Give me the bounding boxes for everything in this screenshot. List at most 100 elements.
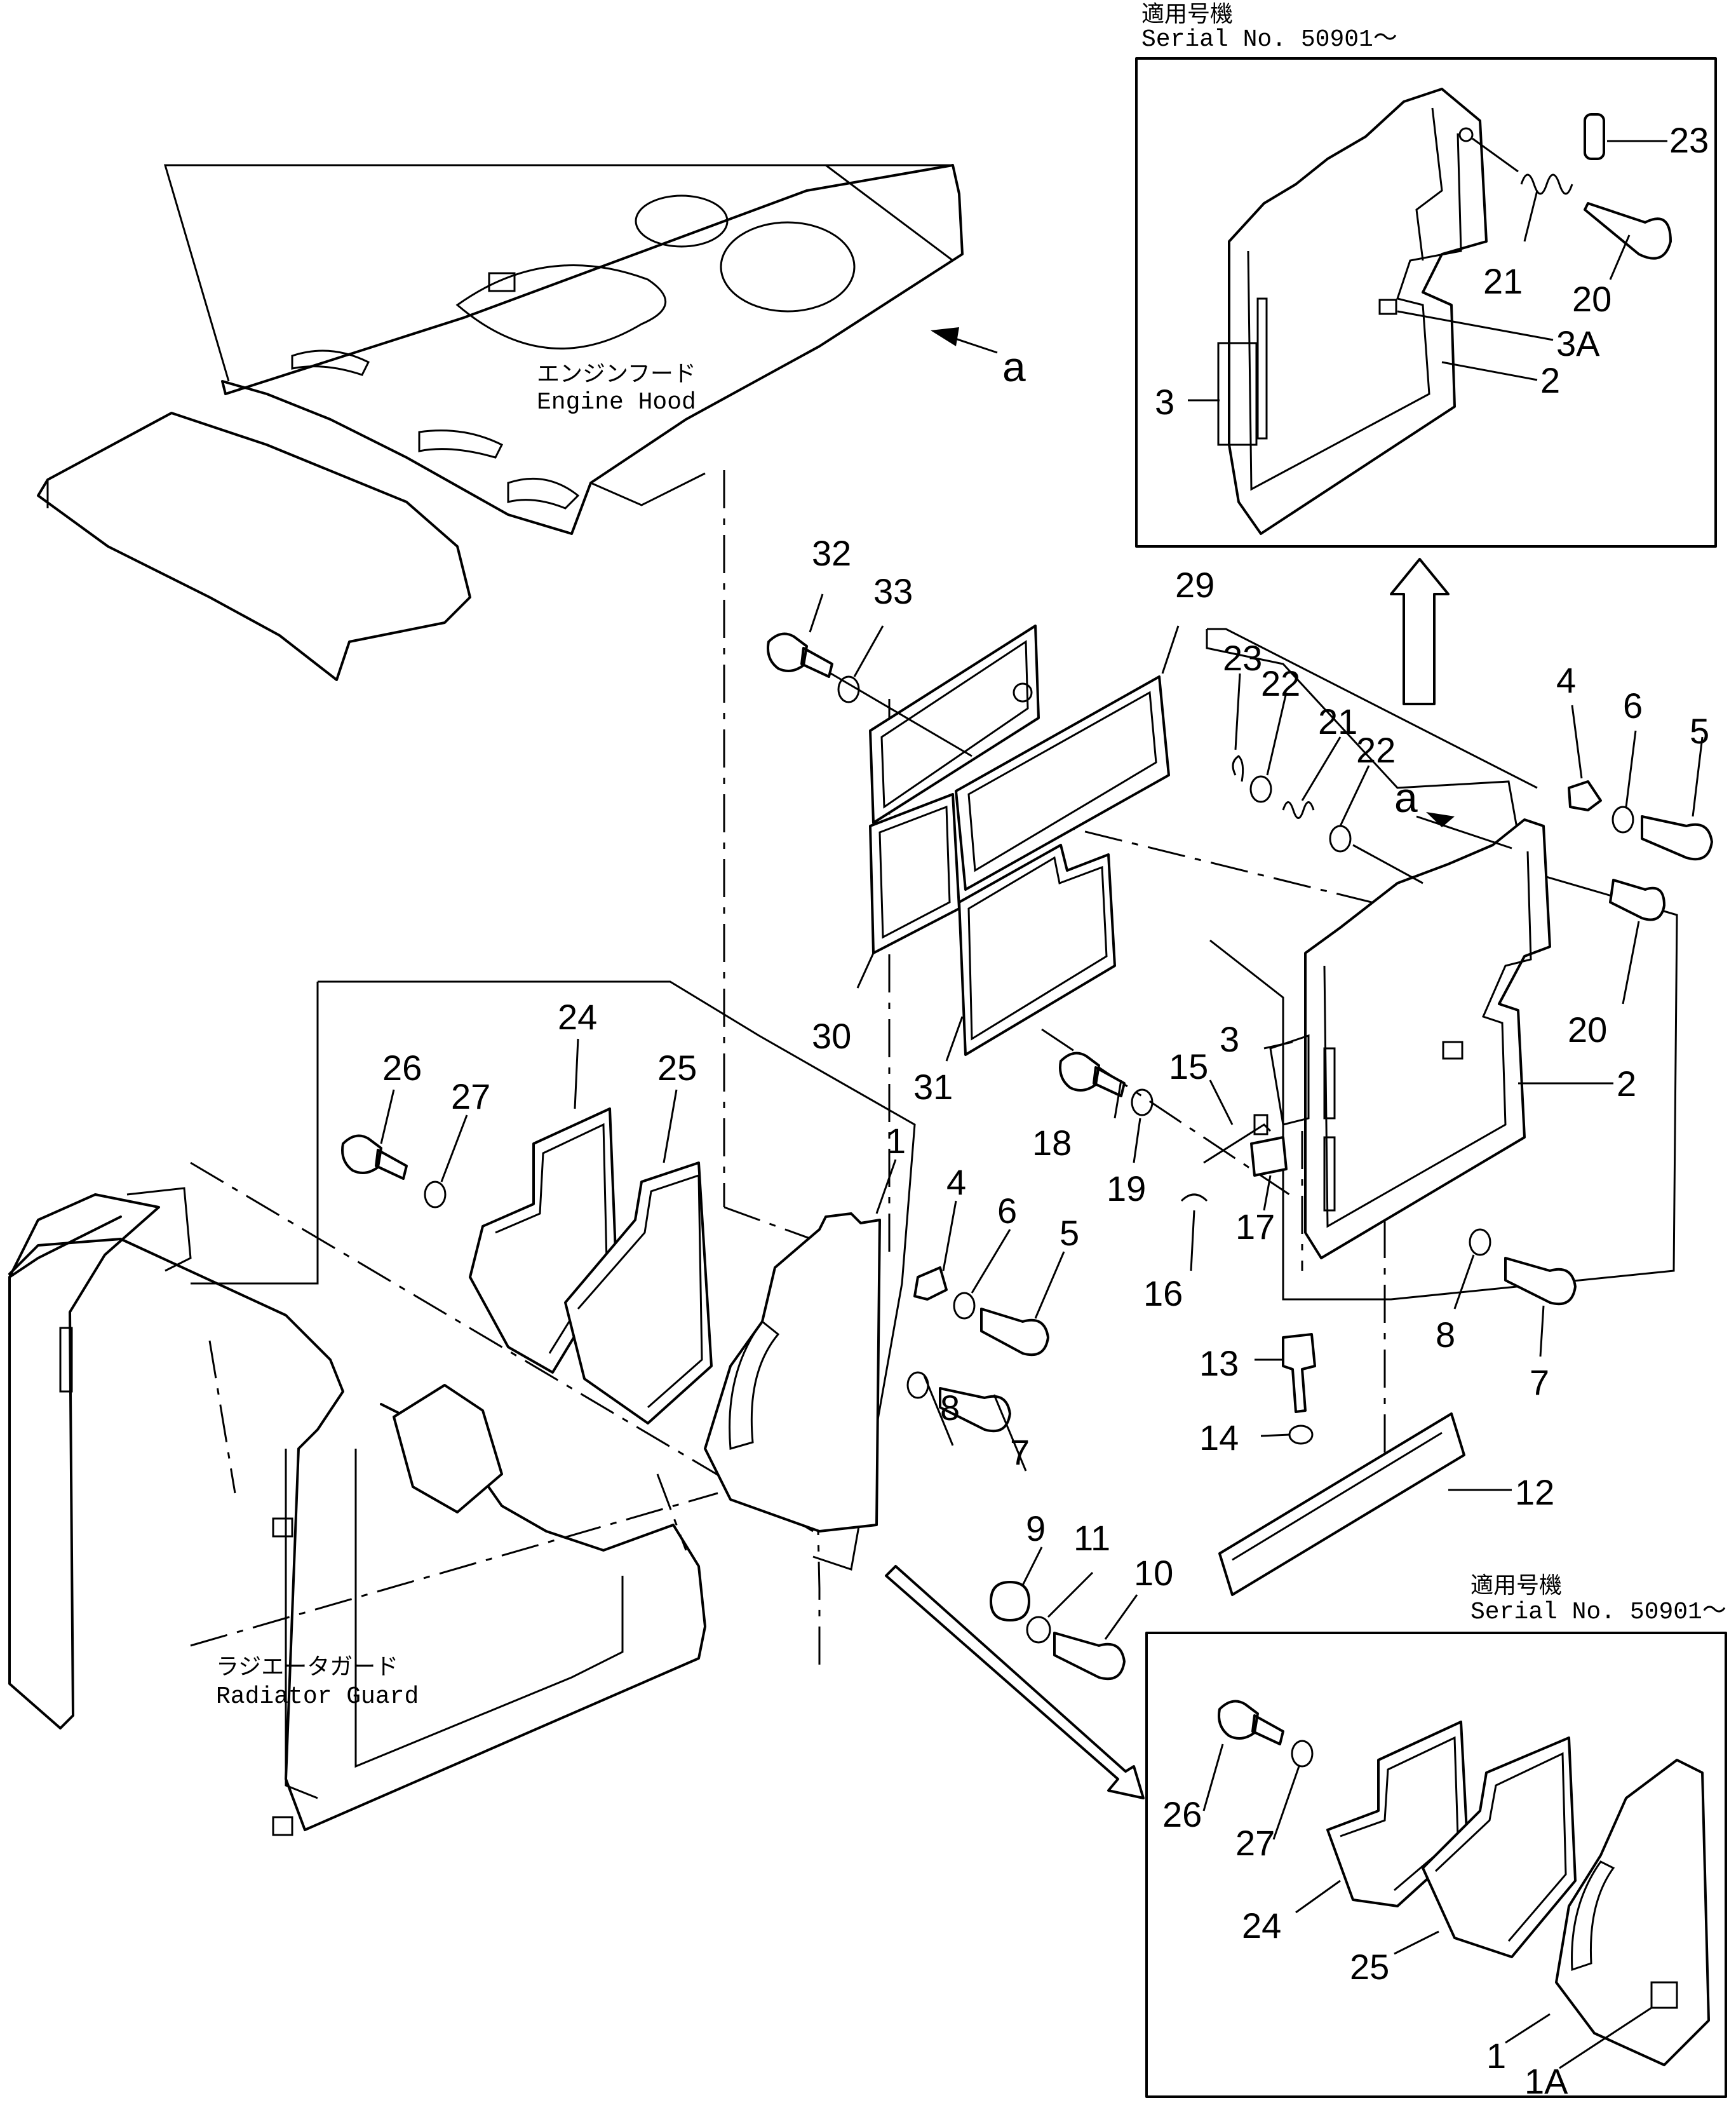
callout-17: 17 bbox=[1235, 1207, 1275, 1247]
callout-1a-inset-bottom: 1A bbox=[1524, 2061, 1568, 2101]
washer-11 bbox=[1026, 1616, 1051, 1644]
bar-12 bbox=[1218, 1412, 1465, 1596]
washer-22a bbox=[1249, 775, 1272, 803]
callout-20: 20 bbox=[1568, 1010, 1607, 1050]
callout-25-inset-bottom: 25 bbox=[1350, 1947, 1389, 1987]
callout-26: 26 bbox=[382, 1048, 422, 1088]
callout-9: 9 bbox=[1026, 1508, 1046, 1548]
inset-top-frame bbox=[1135, 57, 1717, 548]
side-cover-group: a 23 22 21 22 4 6 5 3 20 2 18 15 19 17 bbox=[1032, 628, 1713, 1596]
callout-8-right: 8 bbox=[1436, 1315, 1455, 1355]
fan-guard-group: 24 25 26 27 1 4 6 5 8 7 9 11 10 bbox=[191, 980, 1173, 1681]
callout-1: 1 bbox=[886, 1121, 906, 1161]
callout-14: 14 bbox=[1199, 1418, 1239, 1458]
callout-12: 12 bbox=[1515, 1472, 1554, 1512]
inset-bottom-part-1a bbox=[1650, 1981, 1678, 2009]
inset-bottom-header-ja: 適用号機 bbox=[1470, 1573, 1562, 1599]
callout-5-left: 5 bbox=[1060, 1213, 1079, 1253]
callout-3: 3 bbox=[1220, 1019, 1239, 1059]
rod-15 bbox=[1203, 1123, 1272, 1164]
callout-30: 30 bbox=[812, 1016, 851, 1056]
inset-bottom-washer-27 bbox=[1291, 1740, 1314, 1768]
inset-bottom-header-serial: Serial No. 50901～ bbox=[1470, 1599, 1726, 1626]
callout-7-left: 7 bbox=[1010, 1432, 1030, 1472]
washer-6 bbox=[1612, 806, 1634, 834]
washer-8 bbox=[1469, 1228, 1491, 1256]
hinge-upper bbox=[1323, 1047, 1336, 1120]
callout-13: 13 bbox=[1199, 1343, 1239, 1383]
plate-31 bbox=[958, 844, 1116, 1056]
bolt-13 bbox=[1282, 1333, 1316, 1413]
callout-16: 16 bbox=[1143, 1273, 1183, 1313]
caption-engine-hood-en: Engine Hood bbox=[537, 389, 696, 416]
latch-4-left bbox=[913, 1266, 948, 1301]
callout-32: 32 bbox=[812, 533, 851, 573]
callout-21: 21 bbox=[1318, 701, 1357, 741]
callout-1-inset-bottom: 1 bbox=[1486, 2036, 1506, 2076]
bolt-32 bbox=[767, 632, 833, 678]
inset-bottom-frame bbox=[1145, 1632, 1727, 2098]
callout-3-inset-top: 3 bbox=[1155, 382, 1174, 422]
hinge-plate-3 bbox=[1269, 1034, 1310, 1126]
callout-18: 18 bbox=[1032, 1123, 1072, 1163]
plate-25 bbox=[564, 1161, 713, 1425]
callout-7-right: 7 bbox=[1530, 1362, 1549, 1402]
hollow-diagonal-arrow-icon bbox=[885, 1565, 1145, 1799]
callout-2-inset-top: 2 bbox=[1540, 360, 1560, 400]
inset-top-knob-20 bbox=[1584, 202, 1672, 260]
radiator-guard: ラジエータガード Radiator Guard bbox=[8, 1187, 706, 1836]
inset-top-header-serial: Serial No. 50901～ bbox=[1141, 26, 1397, 53]
spring-21 bbox=[1282, 801, 1315, 819]
callout-6-left: 6 bbox=[997, 1191, 1017, 1231]
inset-bottom: 適用号機 Serial No. 50901～ 26 27 24 25 1 1A bbox=[1145, 1573, 1727, 2101]
inset-top-header-ja: 適用号機 bbox=[1141, 1, 1233, 27]
inset-top-hinge-plate bbox=[1217, 342, 1258, 446]
callout-20-inset-top: 20 bbox=[1572, 279, 1612, 319]
latch-4 bbox=[1568, 780, 1602, 811]
knob-20 bbox=[1609, 879, 1665, 921]
side-cover-2 bbox=[1304, 818, 1551, 1259]
inset-top-side-cover bbox=[1228, 88, 1488, 535]
caption-engine-hood-ja: エンジンフード bbox=[537, 361, 696, 387]
caption-radiator-guard-ja: ラジエータガード bbox=[216, 1654, 398, 1680]
callout-8-left: 8 bbox=[940, 1388, 960, 1428]
engine-hood: エンジンフード Engine Hood a bbox=[37, 164, 1026, 681]
callout-3a-inset-top: 3A bbox=[1556, 323, 1600, 363]
grommet-9 bbox=[990, 1581, 1030, 1621]
callout-29: 29 bbox=[1175, 565, 1215, 605]
callout-15: 15 bbox=[1169, 1046, 1208, 1086]
callout-6-right: 6 bbox=[1623, 686, 1643, 726]
clip-16 bbox=[1180, 1193, 1208, 1202]
inset-bottom-fan-cover-1 bbox=[1555, 1759, 1710, 2066]
washer-6-left bbox=[953, 1292, 976, 1320]
callout-23-inset-top: 23 bbox=[1669, 120, 1709, 160]
bolt-7 bbox=[1504, 1257, 1577, 1306]
bolt-18 bbox=[1059, 1052, 1126, 1097]
pin-23 bbox=[1232, 755, 1244, 782]
callout-22b: 22 bbox=[1356, 730, 1396, 770]
callout-27: 27 bbox=[451, 1076, 490, 1116]
bolt-26 bbox=[341, 1134, 408, 1180]
cover-plates: 32 33 29 30 31 bbox=[767, 533, 1215, 1107]
washer-22b bbox=[1329, 825, 1352, 853]
callout-5-right: 5 bbox=[1690, 711, 1709, 751]
leader-arrow-icon bbox=[931, 327, 959, 346]
callout-25: 25 bbox=[657, 1048, 697, 1088]
hinge-lower bbox=[1323, 1136, 1336, 1212]
bracket-17 bbox=[1250, 1136, 1288, 1177]
bolt-5 bbox=[1641, 815, 1713, 861]
callout-11: 11 bbox=[1073, 1518, 1110, 1558]
inset-top-spring-21 bbox=[1520, 173, 1573, 195]
callout-19: 19 bbox=[1107, 1168, 1146, 1208]
inset-top-pin-23 bbox=[1584, 113, 1605, 160]
bolt-5-left bbox=[980, 1308, 1049, 1357]
callout-4-right: 4 bbox=[1556, 660, 1576, 700]
caption-radiator-guard-en: Radiator Guard bbox=[216, 1683, 419, 1710]
inset-top-hinge bbox=[1256, 297, 1268, 440]
leader-arrow-icon bbox=[1426, 812, 1455, 827]
callout-33: 33 bbox=[873, 571, 913, 611]
inset-bottom-bolt-26 bbox=[1218, 1700, 1284, 1745]
plate-upper-left bbox=[869, 625, 1040, 824]
view-marker-a-hood: a bbox=[1002, 343, 1026, 390]
